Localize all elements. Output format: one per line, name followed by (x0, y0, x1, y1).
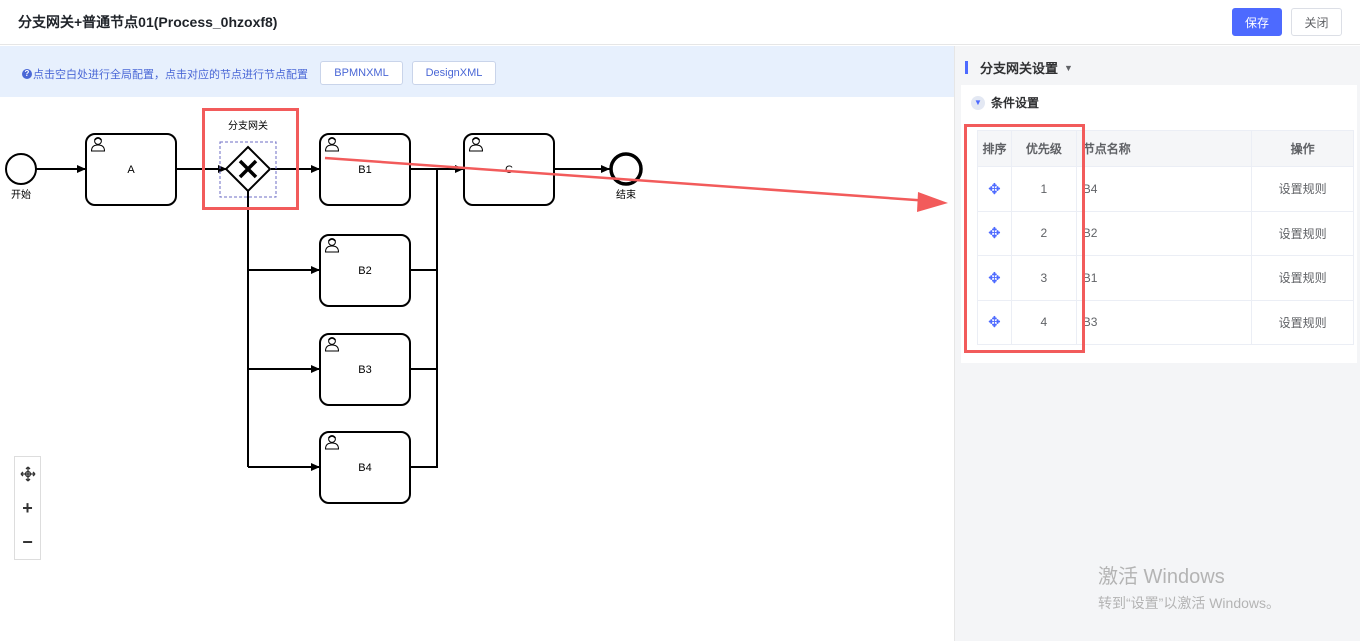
condition-table: 排序 优先级 节点名称 操作 ✥ 1 B4 设置规则 ✥ 2 B2 设置规则 (977, 130, 1354, 345)
task-b2-label: B2 (358, 265, 371, 277)
zoom-controls: + − (14, 456, 41, 560)
priority-cell: 4 (1010, 299, 1077, 345)
node-name-cell: B3 (1075, 299, 1253, 345)
bpmn-canvas[interactable]: ? 点击空白处进行全局配置，点击对应的节点进行节点配置 BPMNXML Desi… (0, 46, 954, 641)
task-b2[interactable]: B2 (319, 234, 411, 307)
col-action: 操作 (1251, 130, 1354, 167)
tip-message: ? 点击空白处进行全局配置，点击对应的节点进行节点配置 (22, 66, 308, 82)
task-b3-label: B3 (358, 364, 371, 376)
drag-handle-icon[interactable]: ✥ (988, 269, 1001, 287)
gateway-label: 分支网关 (228, 119, 268, 132)
task-b4-label: B4 (358, 462, 371, 474)
task-a-label: A (127, 164, 135, 176)
priority-cell: 1 (1010, 166, 1077, 212)
caret-down-icon[interactable]: ▼ (1064, 62, 1073, 73)
zoom-out-icon[interactable]: − (22, 531, 33, 552)
condition-card: ▼ 条件设置 排序 优先级 节点名称 操作 ✥ 1 B4 设置规则 (961, 85, 1357, 363)
col-sort: 排序 (977, 130, 1012, 167)
panel-title[interactable]: 分支网关设置 ▼ (965, 58, 1073, 77)
set-rule-link[interactable]: 设置规则 (1251, 210, 1354, 256)
table-row: ✥ 4 B3 设置规则 (977, 299, 1354, 345)
watermark-line1: 激活 Windows (1098, 566, 1225, 588)
set-rule-link[interactable]: 设置规则 (1251, 299, 1354, 345)
designxml-button[interactable]: DesignXML (412, 61, 496, 85)
col-node-name: 节点名称 (1075, 130, 1253, 167)
windows-watermark: 激活 Windows 转到“设置”以激活 Windows。 (1098, 560, 1280, 613)
start-label: 开始 (11, 188, 31, 201)
table-row: ✥ 1 B4 设置规则 (977, 166, 1354, 212)
col-priority: 优先级 (1010, 130, 1077, 167)
fit-view-icon[interactable] (15, 457, 40, 491)
zoom-in-icon[interactable]: + (22, 497, 33, 518)
close-button[interactable]: 关闭 (1291, 8, 1342, 36)
page-title: 分支网关+普通节点01(Process_0hzoxf8) (18, 14, 278, 30)
annotation-box-priority (964, 124, 1085, 353)
table-row: ✥ 3 B1 设置规则 (977, 255, 1354, 301)
task-b3[interactable]: B3 (319, 333, 411, 406)
node-name-cell: B2 (1075, 210, 1253, 256)
section-header[interactable]: ▼ 条件设置 (971, 94, 1039, 111)
tip-bar: ? 点击空白处进行全局配置，点击对应的节点进行节点配置 BPMNXML Desi… (0, 46, 954, 97)
save-button[interactable]: 保存 (1232, 8, 1282, 36)
annotation-box-gateway (202, 108, 299, 210)
task-b1-label: B1 (358, 164, 371, 176)
drag-handle-icon[interactable]: ✥ (988, 314, 1001, 332)
collapse-icon[interactable]: ▼ (971, 95, 985, 110)
task-a[interactable]: A (85, 133, 177, 206)
watermark-line2: 转到“设置”以激活 Windows。 (1098, 595, 1281, 611)
drag-handle-icon[interactable]: ✥ (988, 225, 1001, 243)
set-rule-link[interactable]: 设置规则 (1251, 166, 1354, 212)
tip-text: 点击空白处进行全局配置，点击对应的节点进行节点配置 (33, 69, 308, 81)
set-rule-link[interactable]: 设置规则 (1251, 255, 1354, 301)
panel-title-text: 分支网关设置 (980, 61, 1059, 76)
bpmnxml-button[interactable]: BPMNXML (320, 61, 403, 85)
exclusive-gateway[interactable] (219, 141, 277, 198)
app-header: 分支网关+普通节点01(Process_0hzoxf8) 保存 关闭 (0, 0, 1360, 45)
task-b1[interactable]: B1 (319, 133, 411, 206)
end-event[interactable] (609, 152, 643, 186)
end-label: 结束 (616, 188, 636, 201)
section-title: 条件设置 (991, 96, 1040, 110)
title-accent-bar (965, 61, 968, 74)
drag-handle-icon[interactable]: ✥ (988, 180, 1001, 198)
priority-cell: 3 (1010, 255, 1077, 301)
process-diagram: 开始 A 分支网关 B1 (5, 119, 643, 504)
task-b4[interactable]: B4 (319, 431, 411, 504)
question-icon: ? (22, 69, 32, 79)
properties-panel: 分支网关设置 ▼ ▼ 条件设置 排序 优先级 节点名称 操作 ✥ 1 B4 (954, 46, 1360, 641)
